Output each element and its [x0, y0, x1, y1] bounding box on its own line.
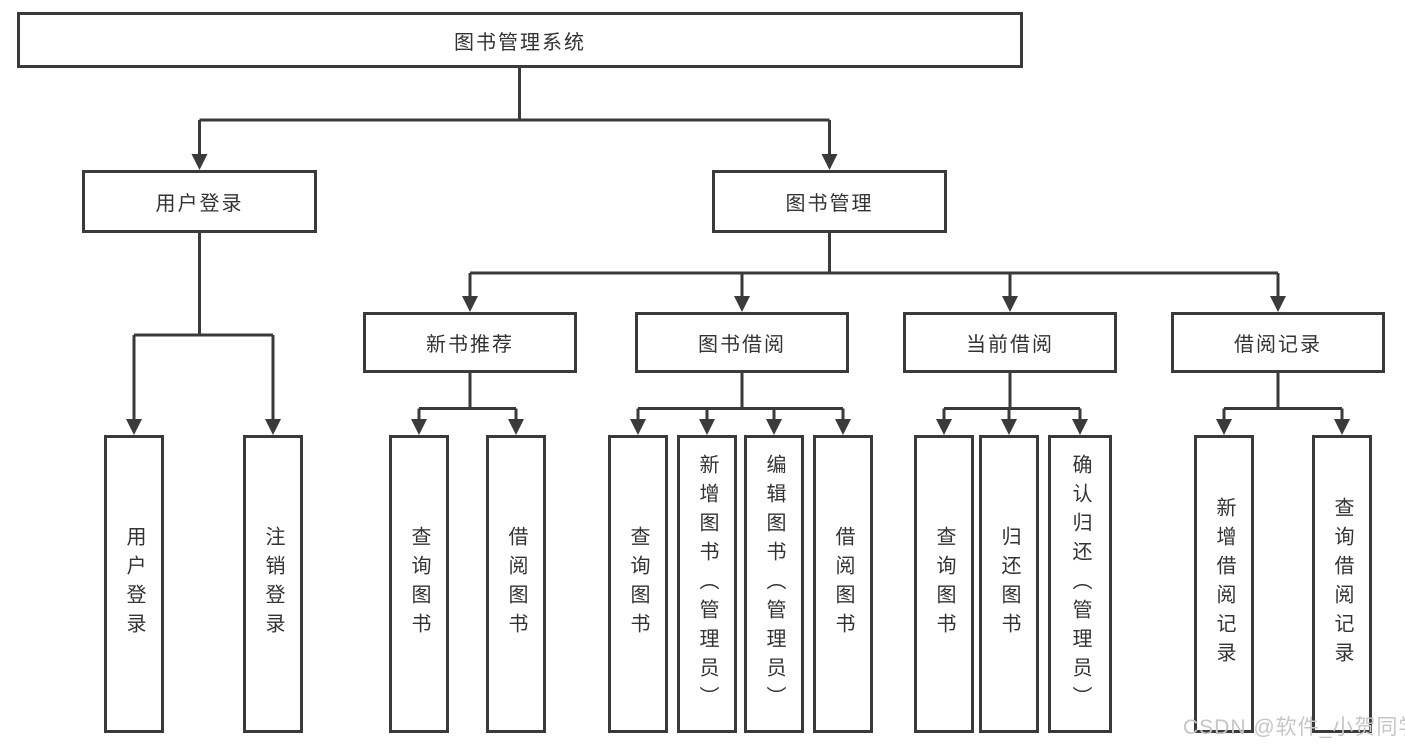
leaf-label: 编辑图书（管理员）: [763, 453, 785, 715]
leaf-query-books-recommend: 查询图书: [389, 435, 449, 733]
node-label: 借阅记录: [1234, 334, 1322, 356]
node-borrowing-records: 借阅记录: [1171, 312, 1385, 373]
leaf-query-books-borrow: 查询图书: [608, 435, 668, 733]
leaf-label: 新增图书（管理员）: [696, 453, 718, 715]
leaf-label: 注销登录: [262, 526, 284, 642]
leaf-return-books: 归还图书: [979, 435, 1039, 733]
node-label: 新书推荐: [426, 334, 514, 356]
leaf-label: 借阅图书: [505, 526, 527, 642]
node-book-management: 图书管理: [712, 170, 947, 233]
node-user-login: 用户登录: [82, 170, 317, 233]
leaf-logout: 注销登录: [243, 435, 303, 733]
node-current-borrowing: 当前借阅: [903, 312, 1117, 373]
leaf-borrow-books: 借阅图书: [813, 435, 873, 733]
node-new-book-recommendation: 新书推荐: [363, 312, 577, 373]
leaf-borrow-books-recommend: 借阅图书: [486, 435, 546, 733]
node-library-system-root: 图书管理系统: [17, 12, 1023, 68]
leaf-add-borrow-record: 新增借阅记录: [1194, 435, 1254, 733]
leaf-user-login: 用户登录: [104, 435, 164, 733]
leaf-query-borrow-record: 查询借阅记录: [1312, 435, 1372, 733]
leaf-confirm-return-admin: 确认归还（管理员）: [1048, 435, 1112, 733]
leaf-label: 查询图书: [408, 526, 430, 642]
node-label: 图书管理系统: [454, 31, 586, 54]
leaf-label: 用户登录: [123, 526, 145, 642]
node-label: 用户登录: [155, 193, 244, 215]
leaf-edit-book-admin: 编辑图书（管理员）: [744, 435, 804, 733]
leaf-label: 查询借阅记录: [1331, 497, 1353, 671]
leaf-label: 查询图书: [933, 526, 955, 642]
csdn-watermark: CSDN @软件_小贺同学: [1183, 716, 1405, 739]
leaf-label: 查询图书: [627, 526, 649, 642]
leaf-label: 新增借阅记录: [1213, 497, 1235, 671]
leaf-label: 借阅图书: [832, 526, 854, 642]
node-book-borrowing: 图书借阅: [635, 312, 849, 373]
node-label: 当前借阅: [966, 334, 1054, 356]
leaf-label: 归还图书: [998, 526, 1020, 642]
node-label: 图书管理: [785, 193, 874, 215]
leaf-add-book-admin: 新增图书（管理员）: [677, 435, 737, 733]
leaf-label: 确认归还（管理员）: [1069, 453, 1091, 715]
leaf-query-books-current: 查询图书: [914, 435, 974, 733]
node-label: 图书借阅: [698, 334, 786, 356]
